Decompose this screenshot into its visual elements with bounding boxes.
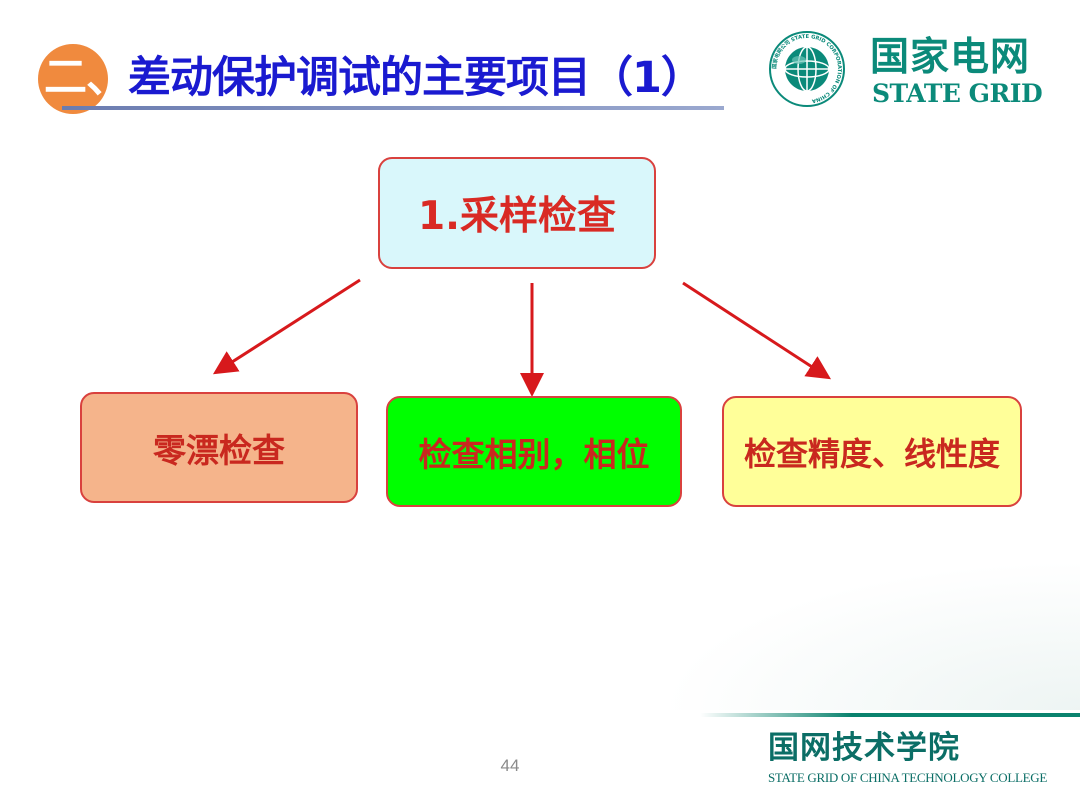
state-grid-globe-logo: 国家电网公司 STATE GRID CORPORATION OF CHINA [769, 31, 845, 107]
arrow-to-left-box [212, 278, 361, 375]
arrow-to-right-box [682, 281, 832, 380]
logo-chinese-name: 国家电网 [870, 35, 1031, 80]
diagram-box-phase-check: 检查相别，相位 [386, 396, 682, 507]
title-underline [62, 106, 724, 110]
page-number: 44 [500, 756, 520, 775]
diagram-box-accuracy-check: 检查精度、线性度 [722, 396, 1022, 507]
footer-divider [700, 713, 1080, 717]
diagram-box-zero-drift: 零漂检查 [80, 392, 358, 503]
slide-title: 二、差动保护调试的主要项目（1） [44, 52, 704, 104]
footer-decoration [660, 560, 1080, 710]
title-number-circle [38, 44, 108, 114]
title-number: 二、 [44, 53, 129, 103]
college-english-name: STATE GRID OF CHINA TECHNOLOGY COLLEGE [768, 770, 1047, 785]
logo-english-name: STATE GRID [872, 79, 1043, 108]
college-chinese-name: 国网技术学院 [768, 730, 960, 766]
title-text: 差动保护调试的主要项目（1） [128, 53, 704, 103]
diagram-root-box: 1.采样检查 [378, 157, 656, 269]
